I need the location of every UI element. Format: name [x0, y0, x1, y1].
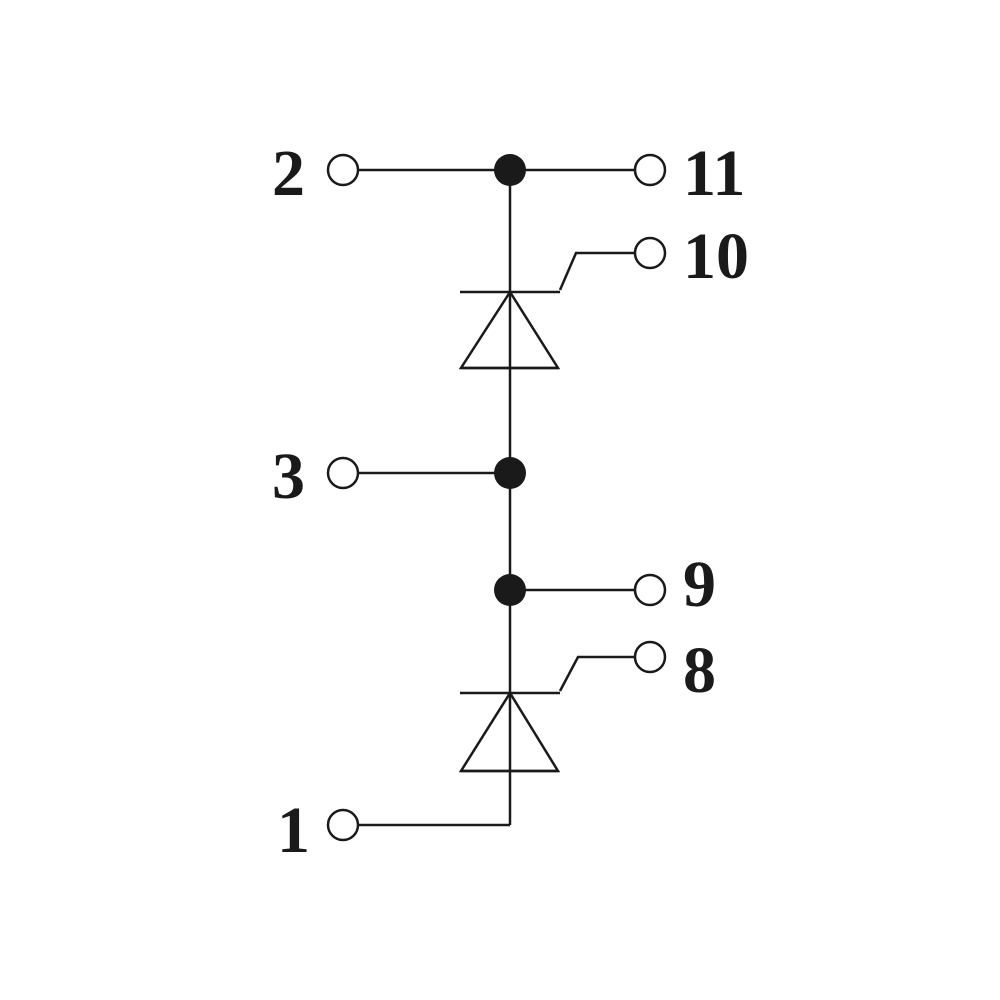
label-pin-2: 2 — [272, 137, 305, 210]
terminal-pin-10 — [633, 236, 667, 270]
thyristor-upper — [458, 251, 636, 370]
label-pin-9: 9 — [683, 548, 716, 621]
thyristor-upper-gate-lead — [558, 251, 636, 291]
terminal-pin-9 — [633, 573, 667, 607]
label-pin-1: 1 — [277, 794, 310, 867]
label-pin-3: 3 — [272, 440, 305, 513]
thyristor-lower — [458, 655, 636, 773]
label-pin-10: 10 — [683, 220, 749, 293]
terminal-pin-3 — [326, 456, 360, 490]
label-pin-11: 11 — [683, 137, 745, 210]
terminal-pin-11 — [633, 153, 667, 187]
junction-dot-middle — [494, 457, 526, 489]
terminal-pin-2 — [326, 153, 360, 187]
junction-dot-pin9 — [494, 574, 526, 606]
thyristor-lower-gate-lead — [558, 655, 636, 692]
terminal-pin-8 — [633, 640, 667, 674]
junction-dot-top — [494, 154, 526, 186]
label-pin-8: 8 — [683, 634, 716, 707]
terminal-pin-1 — [326, 808, 360, 842]
